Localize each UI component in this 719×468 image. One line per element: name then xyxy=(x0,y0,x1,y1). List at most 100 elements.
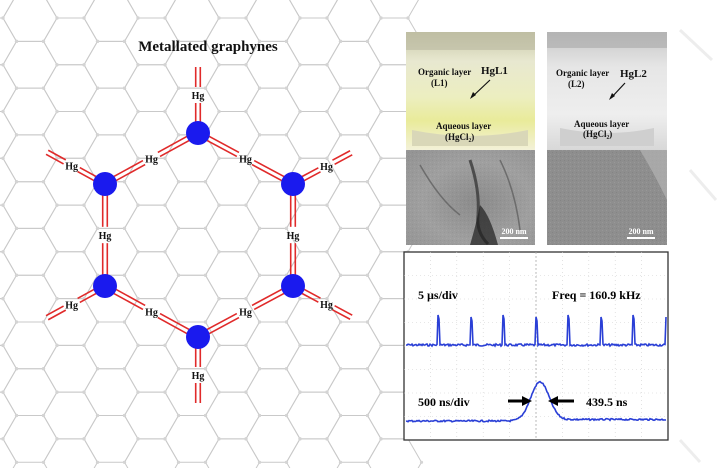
lattice-cell xyxy=(285,391,342,440)
lattice-cell xyxy=(83,40,139,89)
metal-node xyxy=(93,274,117,298)
lattice-node xyxy=(95,133,100,137)
hg-bond xyxy=(45,149,67,165)
lattice-cell xyxy=(42,438,99,468)
lattice-node xyxy=(1,156,5,160)
lattice-cell xyxy=(285,64,342,112)
lattice-cell xyxy=(42,391,99,440)
lattice-node xyxy=(298,437,302,441)
lattice-node xyxy=(203,226,208,230)
lattice-node xyxy=(325,16,329,20)
lattice-node xyxy=(338,180,343,184)
lattice-node xyxy=(1,297,5,301)
hg-label: Hg xyxy=(320,162,333,173)
lattice-node xyxy=(136,297,140,301)
lattice-node xyxy=(1,63,5,67)
right-aqueous-sub: (HgCl₂) xyxy=(583,129,612,139)
graphyne-lattice-background xyxy=(0,0,424,468)
lattice-cell xyxy=(0,298,18,346)
lattice-node xyxy=(257,226,262,230)
lattice-node xyxy=(55,437,59,441)
lattice-node xyxy=(82,437,86,441)
lattice-node xyxy=(14,413,19,418)
lattice-node xyxy=(257,320,262,324)
lattice-node xyxy=(163,437,167,441)
lattice-cell xyxy=(326,415,382,463)
lattice-node xyxy=(217,63,221,67)
lattice-cell xyxy=(2,87,58,136)
lattice-node xyxy=(136,437,140,441)
lattice-cell xyxy=(245,415,301,463)
frequency-label: Freq = 160.9 kHz xyxy=(552,288,641,302)
lattice-node xyxy=(122,133,127,137)
lattice-node xyxy=(41,413,46,418)
lattice-node xyxy=(1,390,5,394)
lattice-node xyxy=(14,367,19,371)
lattice-node xyxy=(122,226,127,230)
lattice-node xyxy=(244,250,248,254)
lattice-node xyxy=(338,367,343,371)
lattice-cell xyxy=(42,344,99,393)
lattice-node xyxy=(257,86,262,90)
lattice-cell xyxy=(0,111,18,159)
lattice-node xyxy=(163,297,167,301)
lattice-node xyxy=(203,273,208,277)
lattice-node xyxy=(298,203,302,207)
lattice-cell xyxy=(123,204,180,253)
lattice-cell xyxy=(245,87,301,136)
lattice-node xyxy=(379,297,383,301)
lattice-node xyxy=(41,367,46,371)
lattice-cell xyxy=(164,181,220,229)
lattice-node xyxy=(325,109,329,114)
hg-bond xyxy=(194,347,202,367)
lattice-node xyxy=(298,390,302,394)
hg-bond xyxy=(300,167,321,183)
hg-label: Hg xyxy=(65,162,78,173)
lattice-cell xyxy=(164,274,220,323)
lattice-node xyxy=(325,250,329,254)
lattice-node xyxy=(82,203,86,207)
lattice-node xyxy=(298,16,302,20)
lattice-node xyxy=(379,63,383,67)
hg-label: Hg xyxy=(65,300,78,311)
lattice-node xyxy=(284,86,289,90)
lattice-node xyxy=(325,390,329,394)
top-timebase-label: 5 µs/div xyxy=(418,288,458,302)
lattice-cell xyxy=(164,0,220,42)
lattice-node xyxy=(41,133,46,137)
lattice-cell xyxy=(326,368,382,416)
lattice-node xyxy=(406,16,410,20)
lattice-node xyxy=(419,460,424,464)
lattice-cell xyxy=(2,415,58,463)
lattice-node xyxy=(122,39,127,44)
lattice-node xyxy=(338,133,343,137)
lattice-cell xyxy=(204,111,261,159)
lattice-node xyxy=(298,63,302,67)
lattice-node xyxy=(95,86,100,90)
lattice-cell xyxy=(285,344,342,393)
lattice-node xyxy=(176,273,181,277)
lattice-cell xyxy=(83,415,139,463)
lattice-cell xyxy=(204,64,261,112)
hg-bond xyxy=(194,103,202,123)
lattice-node xyxy=(14,226,19,230)
pulse-train-trace xyxy=(405,314,667,348)
lattice-cell xyxy=(285,17,342,66)
lattice-node xyxy=(379,16,383,20)
lattice-node xyxy=(325,156,329,160)
lattice-node xyxy=(122,413,127,418)
lattice-node xyxy=(217,203,221,207)
lattice-node xyxy=(244,63,248,67)
lattice-cell xyxy=(204,391,261,440)
lattice-node xyxy=(95,273,100,277)
lattice-node xyxy=(41,86,46,90)
lattice-node xyxy=(163,390,167,394)
lattice-node xyxy=(82,390,86,394)
lattice-node xyxy=(217,390,221,394)
right-organic-label: Organic layer xyxy=(556,68,609,78)
left-aqueous-label: Aqueous layer xyxy=(436,121,491,131)
lattice-node xyxy=(176,367,181,371)
lattice-cell xyxy=(2,368,58,416)
lattice-cell xyxy=(0,64,18,112)
lattice-node xyxy=(365,226,370,230)
